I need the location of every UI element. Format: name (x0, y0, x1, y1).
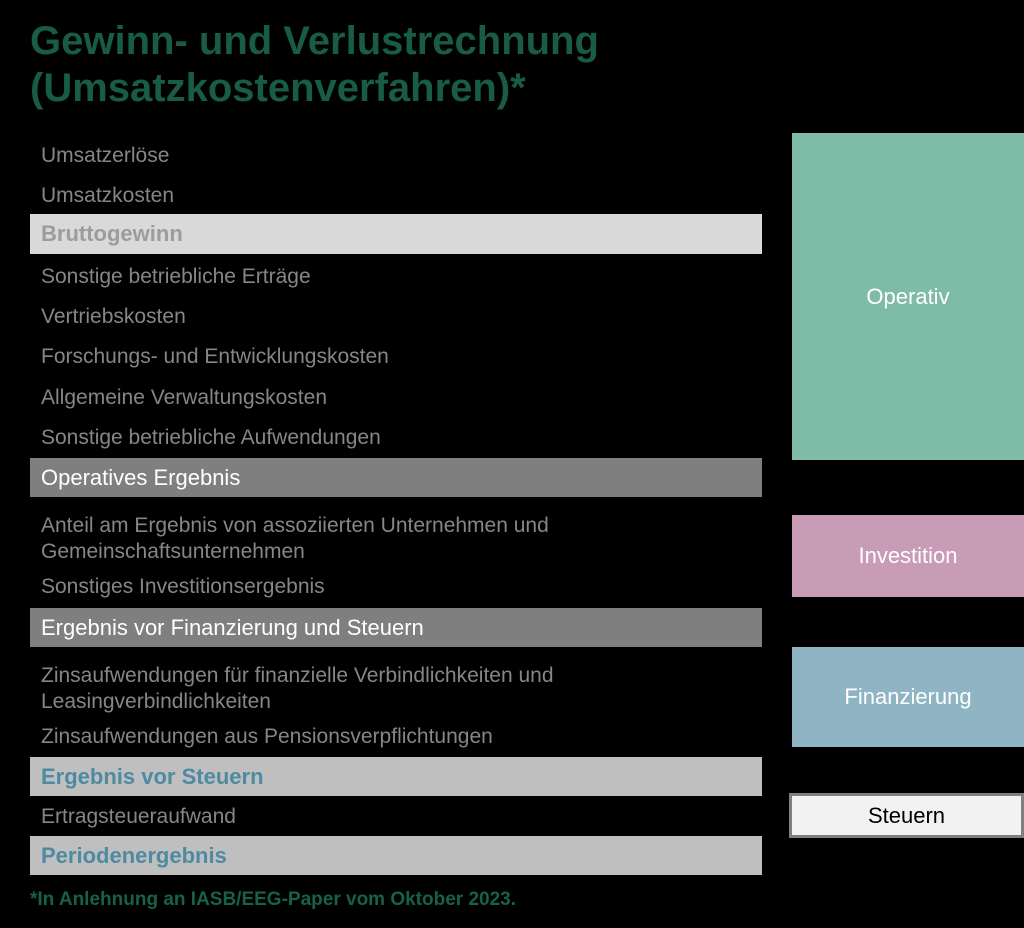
row-ergebnis-vor-finanzierung-und-steuern: Ergebnis vor Finanzierung und Steuern (30, 608, 762, 647)
row-label: Ergebnis vor Steuern (41, 763, 264, 789)
row-label: Allgemeine Verwaltungskosten (41, 386, 328, 409)
row-umsatzkosten: Umsatzkosten (30, 176, 762, 216)
category-label: Investition (858, 543, 958, 568)
row-label: Zinsaufwendungen für finanzielle Verbind… (41, 664, 554, 713)
row-umsatzerloese: Umsatzerlöse (30, 136, 762, 176)
row-forschungs-und-entwicklungskosten: Forschungs- und Entwicklungskosten (30, 337, 762, 377)
row-label: Sonstige betriebliche Aufwendungen (41, 426, 381, 449)
row-label: Umsatzkosten (41, 184, 175, 207)
row-label: Operatives Ergebnis (41, 464, 241, 490)
page-title-line1: Gewinn- und Verlustrechnung (30, 19, 599, 63)
page-title: Gewinn- und Verlustrechnung (Umsatzkoste… (30, 18, 599, 112)
row-label: Forschungs- und Entwicklungskosten (41, 345, 389, 368)
row-allgemeine-verwaltungskosten: Allgemeine Verwaltungskosten (30, 378, 762, 418)
category-label: Finanzierung (844, 684, 972, 709)
row-sonstige-betriebliche-aufwendungen: Sonstige betriebliche Aufwendungen (30, 418, 762, 458)
category-investition: Investition (792, 515, 1024, 597)
row-label: Sonstiges Investitionsergebnis (41, 575, 325, 598)
row-ertragsteueraufwand: Ertragsteueraufwand (30, 797, 762, 837)
category-operativ: Operativ (792, 133, 1024, 460)
row-anteil-assoziierte-unternehmen: Anteil am Ergebnis von assoziierten Unte… (30, 508, 762, 570)
row-label: Anteil am Ergebnis von assoziierten Unte… (41, 514, 549, 563)
row-label: Vertriebskosten (41, 305, 186, 328)
row-label: Sonstige betriebliche Erträge (41, 265, 311, 288)
footnote: *In Anlehnung an IASB/EEG-Paper vom Okto… (30, 889, 517, 910)
row-zinsaufwendungen-pensionsverpflichtungen: Zinsaufwendungen aus Pensionsverpflichtu… (30, 717, 762, 757)
category-label: Operativ (866, 283, 950, 309)
row-label: Umsatzerlöse (41, 144, 170, 167)
row-sonstige-betriebliche-ertraege: Sonstige betriebliche Erträge (30, 257, 762, 297)
row-label: Periodenergebnis (41, 842, 227, 868)
row-ergebnis-vor-steuern: Ergebnis vor Steuern (30, 757, 762, 796)
row-vertriebskosten: Vertriebskosten (30, 297, 762, 337)
row-label: Bruttogewinn (41, 221, 183, 246)
row-operatives-ergebnis: Operatives Ergebnis (30, 458, 762, 497)
category-steuern: Steuern (789, 793, 1024, 838)
category-label: Steuern (867, 802, 946, 828)
row-label: Zinsaufwendungen aus Pensionsverpflichtu… (41, 725, 493, 748)
row-zinsaufwendungen-finanzielle-verbindlichkeiten: Zinsaufwendungen für finanzielle Verbind… (30, 658, 762, 720)
row-sonstiges-investitionsergebnis: Sonstiges Investitionsergebnis (30, 567, 762, 607)
category-finanzierung: Finanzierung (792, 647, 1024, 747)
row-bruttogewinn: Bruttogewinn (30, 214, 762, 254)
page-title-line2: (Umsatzkostenverfahren)* (30, 66, 526, 110)
row-label: Ergebnis vor Finanzierung und Steuern (41, 614, 424, 640)
row-label: Ertragsteueraufwand (41, 805, 236, 828)
row-periodenergebnis: Periodenergebnis (30, 836, 762, 875)
